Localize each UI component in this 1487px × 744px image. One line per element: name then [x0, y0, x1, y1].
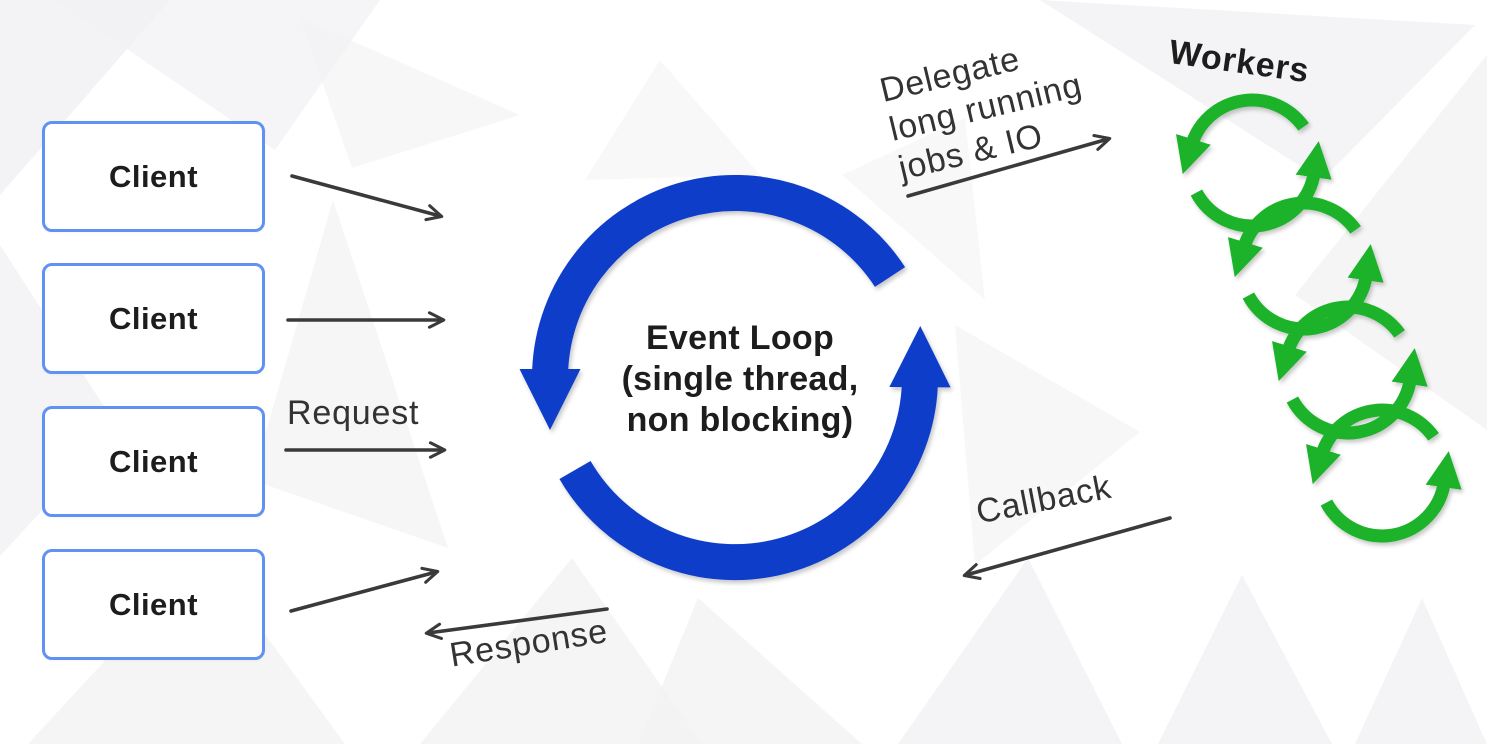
callback-arrow: [962, 516, 1172, 581]
event-loop-label: Event Loop (single thread, non blocking): [621, 319, 859, 439]
response-arrow: [424, 607, 609, 640]
client-label: Client: [108, 586, 199, 622]
client-box-2: Client: [42, 263, 265, 374]
client-label: Client: [108, 300, 199, 336]
client-box-4: Client: [42, 549, 265, 660]
delegate-arrow: [906, 133, 1112, 198]
client-box-3: Client: [42, 406, 265, 517]
client-box-1: Client: [42, 121, 265, 232]
client4-to-eventloop-arrow: [289, 566, 440, 613]
worker-loops: [1192, 100, 1445, 536]
event-loop-top-arc: [519, 175, 906, 431]
client-label: Client: [108, 158, 199, 194]
client-label: Client: [108, 443, 199, 479]
request-label: Request: [287, 394, 420, 432]
event-loop-circle: [519, 175, 951, 581]
event-loop-bottom-arc: [559, 325, 951, 581]
client1-to-eventloop-arrow: [290, 174, 444, 222]
